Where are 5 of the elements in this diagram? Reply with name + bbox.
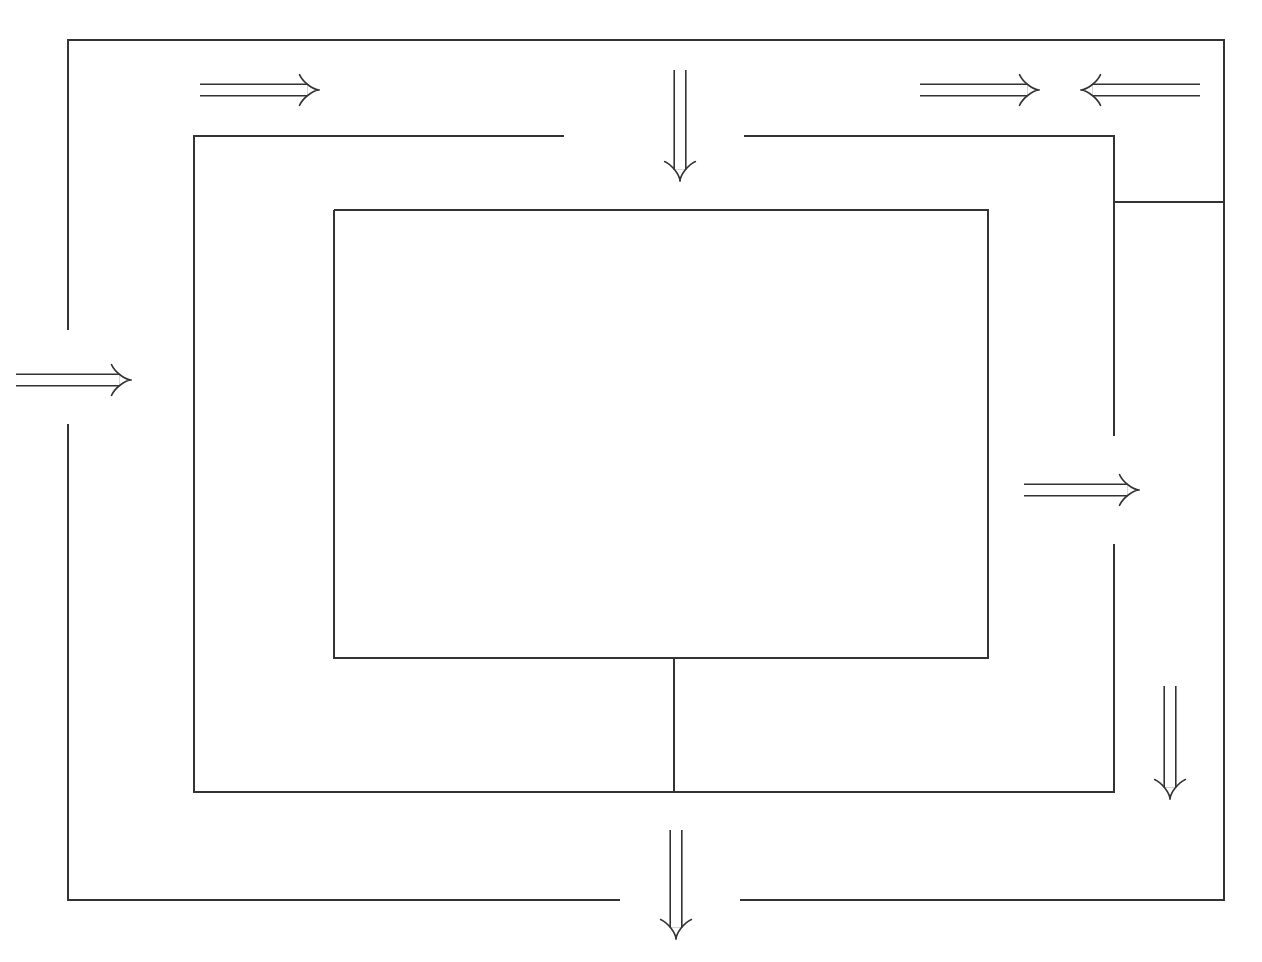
connector-line [673, 658, 675, 794]
connector-line [1114, 201, 1226, 203]
frame-outline [67, 39, 1225, 901]
box-outline [193, 135, 1115, 793]
box-outline [333, 209, 989, 659]
